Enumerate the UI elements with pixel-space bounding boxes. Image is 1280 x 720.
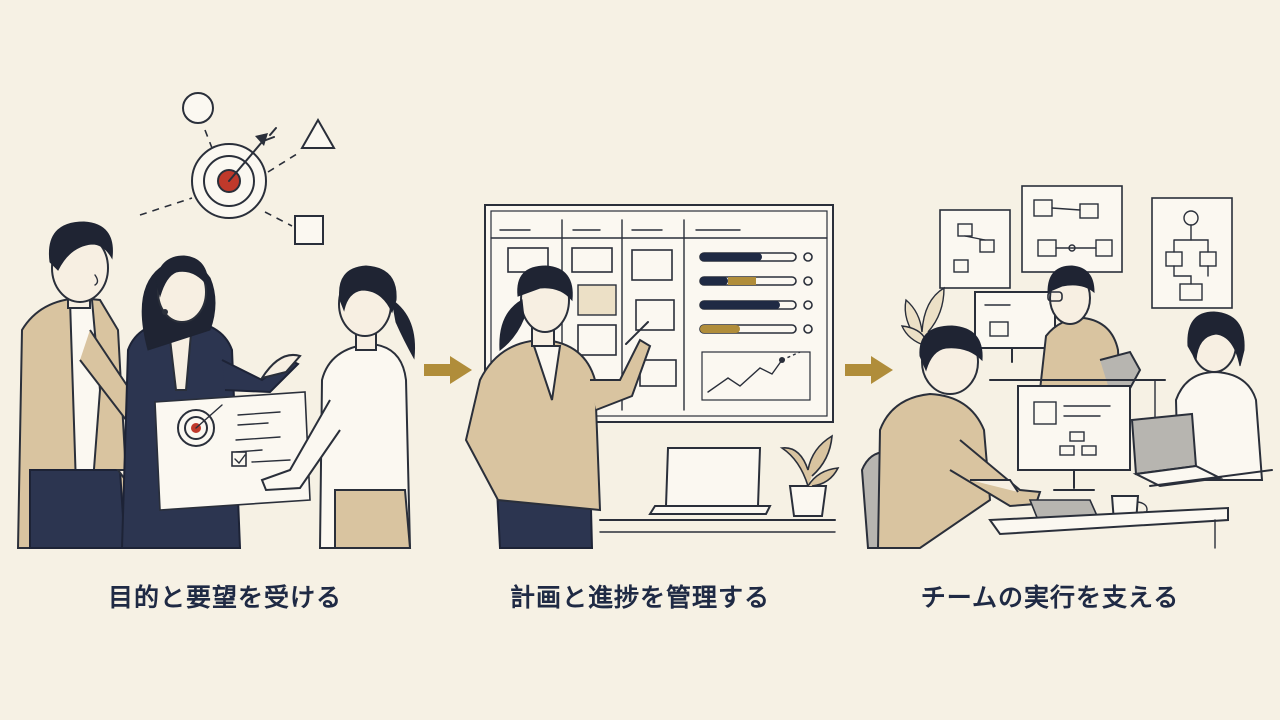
scene-team-execution xyxy=(860,185,1273,549)
right-woman xyxy=(1174,311,1264,481)
wall-diagram xyxy=(939,185,1233,309)
back-man xyxy=(1038,265,1142,394)
monitor-icon xyxy=(974,291,1056,363)
step-2-label: 計画と進捗を管理する xyxy=(509,583,770,612)
step-3-label: チームの実行を支える xyxy=(920,583,1180,612)
laptop-icon xyxy=(1130,412,1224,488)
plant-icon xyxy=(900,286,945,347)
monitor-icon xyxy=(1017,385,1131,491)
scene-progress-board xyxy=(464,204,840,549)
triangle-icon xyxy=(300,117,336,149)
arrow-icon xyxy=(424,356,472,384)
square-icon xyxy=(294,215,324,245)
scene-receive-goals xyxy=(16,92,416,549)
arrow-icon xyxy=(845,356,893,384)
presenter-woman xyxy=(464,265,652,549)
plant-icon xyxy=(779,434,840,517)
man-left xyxy=(16,221,192,549)
woman-right xyxy=(260,265,416,549)
checkbox-icon xyxy=(231,451,247,467)
front-man xyxy=(860,325,1042,549)
target-icon xyxy=(191,127,277,219)
laptop-icon xyxy=(648,447,772,515)
circle-icon xyxy=(182,92,214,124)
goal-board xyxy=(154,391,311,511)
step-1-label: 目的と要望を受ける xyxy=(107,583,342,612)
